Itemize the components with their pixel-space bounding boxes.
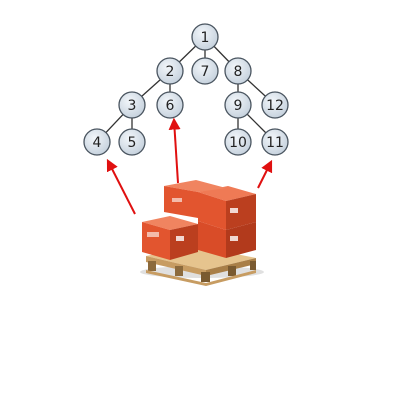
tree-node-7: 7 <box>191 57 219 85</box>
tree-node-circle <box>224 57 252 85</box>
tree-node-label: 6 <box>166 98 175 114</box>
arrows <box>106 117 273 215</box>
tree-node-label: 7 <box>201 64 210 80</box>
tree-node-label: 10 <box>229 135 247 151</box>
tree-node-8: 8 <box>224 57 252 85</box>
arrow-to-node-6 <box>168 117 181 184</box>
arrow-to-node-11 <box>257 159 273 189</box>
tree-node-circle <box>83 128 111 156</box>
tree-node-label: 9 <box>234 98 243 114</box>
tree-node-12: 12 <box>261 91 289 119</box>
tree-node-label: 5 <box>128 135 137 151</box>
tree-node-circle <box>261 91 289 119</box>
arrow-to-node-4 <box>106 158 136 215</box>
tree-node-circle <box>224 91 252 119</box>
tree-node-label: 8 <box>234 64 243 80</box>
tree-node-11: 11 <box>261 128 289 156</box>
carton-box <box>198 221 256 258</box>
tree-node-5: 5 <box>118 128 146 156</box>
tree-node-circle <box>224 128 252 156</box>
tree-node-circle <box>191 23 219 51</box>
tree-node-1: 1 <box>191 23 219 51</box>
tree-edges <box>96 36 276 143</box>
tree-node-circle <box>118 91 146 119</box>
pallet-with-boxes-illustration <box>140 180 264 286</box>
tree-node-2: 2 <box>156 57 184 85</box>
carton-box <box>164 180 226 218</box>
carton-box <box>142 216 198 260</box>
tree-node-circle <box>191 57 219 85</box>
tree-node-label: 4 <box>93 135 102 151</box>
carton-box <box>198 186 256 230</box>
tree-node-label: 11 <box>266 135 284 151</box>
tree-node-4: 4 <box>83 128 111 156</box>
tree-node-3: 3 <box>118 91 146 119</box>
tree-node-label: 3 <box>128 98 137 114</box>
tree-node-label: 2 <box>166 64 175 80</box>
tree-node-9: 9 <box>224 91 252 119</box>
tree-node-circle <box>261 128 289 156</box>
tree-node-10: 10 <box>224 128 252 156</box>
tree-node-circle <box>156 57 184 85</box>
tree-node-6: 6 <box>156 91 184 119</box>
tree-node-circle <box>118 128 146 156</box>
tree-node-label: 1 <box>201 30 210 46</box>
tree-node-label: 12 <box>266 98 284 114</box>
